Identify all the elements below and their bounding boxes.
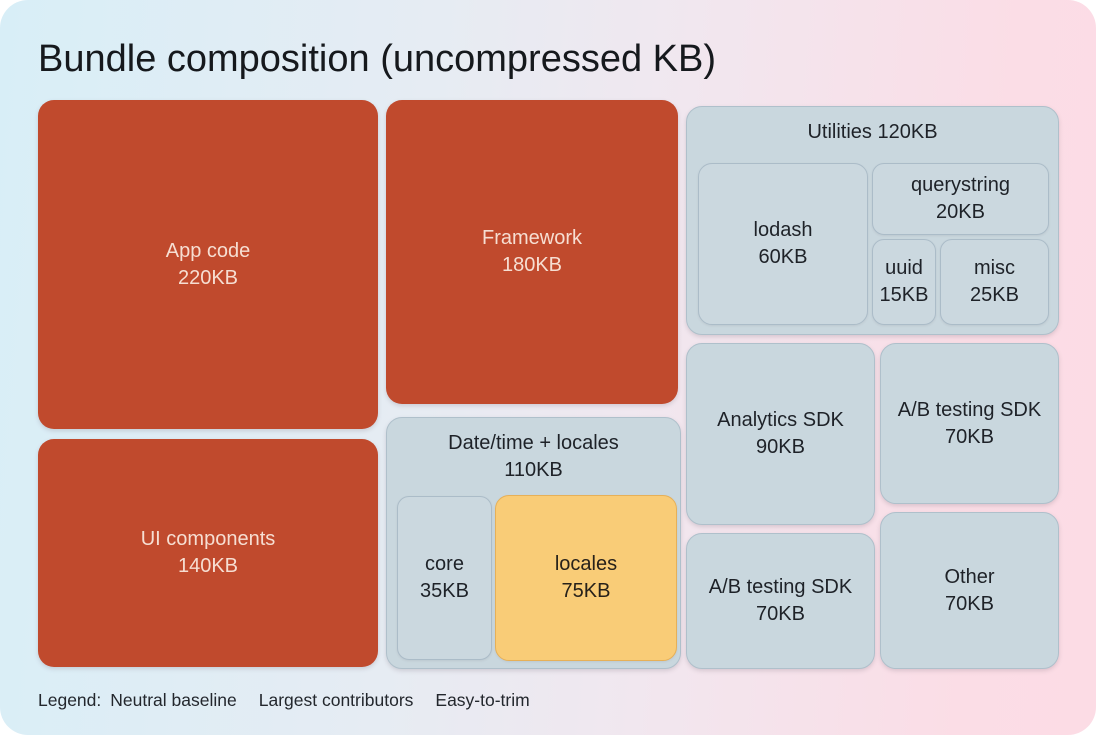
node-label: Other 70KB: [944, 564, 994, 618]
node-label: App code 220KB: [166, 238, 251, 292]
node-size: 70KB: [945, 592, 994, 615]
treemap-node-ab-testing-sdk-bottom[interactable]: A/B testing SDK 70KB: [686, 533, 875, 669]
node-label: lodash 60KB: [754, 217, 813, 271]
node-name: misc: [973, 257, 1016, 279]
node-name: lodash: [753, 219, 813, 241]
node-size: 70KB: [945, 425, 994, 448]
node-name: uuid: [885, 257, 923, 279]
group-size: 110KB: [504, 459, 563, 481]
group-title: Date/time + locales: [448, 432, 619, 454]
node-name: querystring: [911, 174, 1010, 196]
node-label: Framework 180KB: [482, 225, 582, 279]
legend-item-easy-to-trim: Easy-to-trim: [435, 690, 530, 710]
node-label: core 35KB: [420, 551, 469, 605]
node-label: uuid 15KB: [880, 255, 929, 309]
node-name: A/B testing SDK: [897, 398, 1042, 421]
node-name: App code: [165, 239, 251, 262]
node-name: locales: [554, 553, 618, 575]
treemap-node-other[interactable]: Other 70KB: [880, 512, 1059, 669]
node-name: Framework: [481, 227, 582, 249]
group-title: Utilities 120KB: [807, 121, 938, 143]
legend: Legend: Neutral baseline Largest contrib…: [38, 690, 530, 711]
node-label: querystring 20KB: [911, 172, 1010, 226]
node-label: A/B testing SDK 70KB: [898, 397, 1041, 451]
node-name: Other: [944, 565, 995, 588]
node-size: 90KB: [756, 436, 805, 458]
node-label: UI components 140KB: [141, 526, 276, 580]
group-header: Utilities 120KB: [687, 119, 1058, 146]
page-title: Bundle composition (uncompressed KB): [38, 38, 717, 80]
node-label: misc 25KB: [970, 255, 1019, 309]
node-size: 140KB: [177, 555, 239, 577]
node-label: locales 75KB: [555, 551, 617, 605]
treemap-node-core[interactable]: core 35KB: [397, 496, 492, 660]
treemap-group-datetime-locales[interactable]: Date/time + locales 110KB core 35KB loca…: [386, 417, 681, 669]
node-size: 35KB: [420, 580, 469, 602]
treemap-node-framework[interactable]: Framework 180KB: [386, 100, 678, 404]
node-size: 70KB: [756, 603, 805, 625]
node-size: 220KB: [177, 266, 239, 289]
legend-item-neutral-baseline: Neutral baseline: [110, 690, 237, 710]
node-name: core: [425, 553, 464, 575]
group-header: Date/time + locales 110KB: [387, 430, 680, 484]
node-label: Analytics SDK 90KB: [717, 407, 844, 461]
node-size: 20KB: [936, 201, 985, 223]
treemap-node-querystring[interactable]: querystring 20KB: [872, 163, 1049, 235]
node-size: 75KB: [561, 580, 611, 602]
node-name: Analytics SDK: [717, 409, 844, 431]
legend-item-largest-contributors: Largest contributors: [258, 690, 414, 710]
node-name: UI components: [140, 528, 276, 550]
treemap-node-misc[interactable]: misc 25KB: [940, 239, 1049, 325]
treemap-node-ui-components[interactable]: UI components 140KB: [38, 439, 378, 667]
treemap-node-app-code[interactable]: App code 220KB: [38, 100, 378, 429]
node-label: A/B testing SDK 70KB: [709, 574, 852, 628]
legend-prefix: Legend:: [38, 690, 102, 710]
node-size: 15KB: [879, 284, 929, 306]
node-size: 180KB: [501, 254, 563, 276]
node-size: 25KB: [970, 284, 1019, 306]
treemap-node-ab-testing-sdk-top[interactable]: A/B testing SDK 70KB: [880, 343, 1059, 504]
treemap-node-uuid[interactable]: uuid 15KB: [872, 239, 936, 325]
treemap-node-analytics-sdk[interactable]: Analytics SDK 90KB: [686, 343, 875, 525]
treemap-group-utilities[interactable]: Utilities 120KB lodash 60KB querystring …: [686, 106, 1059, 335]
treemap-node-locales[interactable]: locales 75KB: [495, 495, 677, 661]
node-name: A/B testing SDK: [708, 576, 853, 598]
treemap-node-lodash[interactable]: lodash 60KB: [698, 163, 868, 325]
node-size: 60KB: [758, 246, 808, 268]
